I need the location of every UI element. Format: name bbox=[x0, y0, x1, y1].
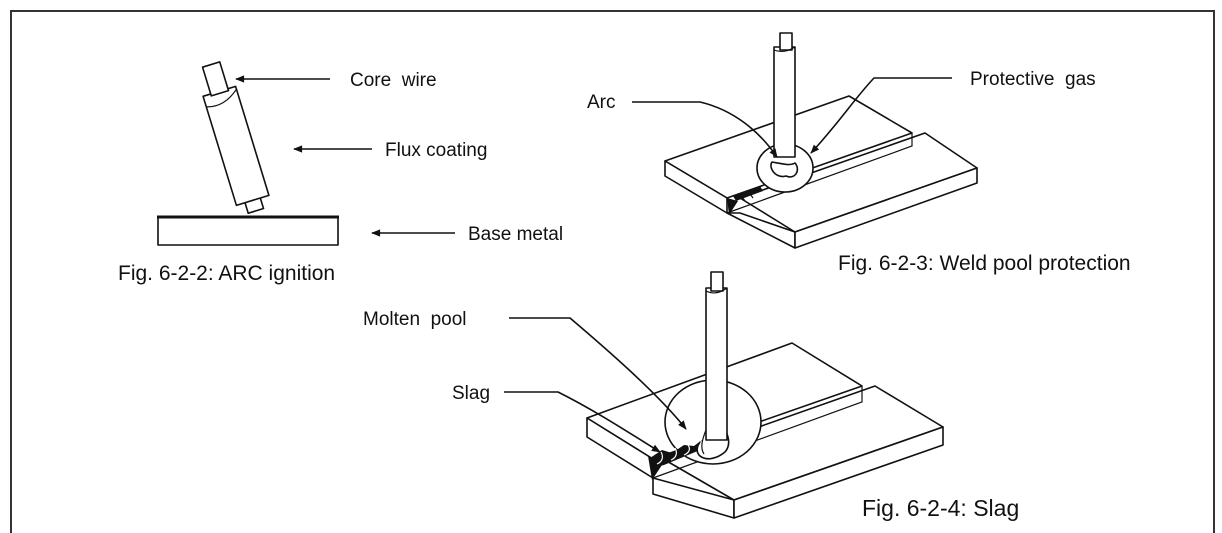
molten-pool-label: Molten pool bbox=[363, 309, 467, 330]
slag-figure: Molten pool Slag Fig. 6-2-4: Slag bbox=[363, 271, 1019, 521]
arc-leader-line bbox=[632, 101, 778, 158]
base-metal-label: Base metal bbox=[468, 224, 563, 245]
protective-gas-label: Protective gas bbox=[970, 69, 1096, 90]
arc-shape bbox=[770, 161, 799, 178]
right-plate-side bbox=[794, 167, 978, 249]
electrode-tip-curve bbox=[701, 429, 707, 455]
electrode-core-wire bbox=[710, 271, 724, 292]
slag-ripple-1 bbox=[656, 451, 663, 465]
electrode-core-wire bbox=[779, 32, 793, 51]
bead-ripple-1 bbox=[739, 193, 746, 202]
fig-6-2-2-caption: Fig. 6-2-2: ARC ignition bbox=[118, 262, 335, 285]
fig-6-2-4-caption: Fig. 6-2-4: Slag bbox=[862, 495, 1019, 521]
figure-frame bbox=[10, 10, 1215, 533]
weld-pool-protection-figure: Arc Protective gas Fig. 6-2-3: Weld pool… bbox=[587, 32, 1131, 275]
base-metal-plate bbox=[157, 216, 339, 246]
right-plate-side bbox=[733, 426, 944, 519]
core-wire-stub bbox=[201, 61, 230, 97]
molten-pool-leader-line bbox=[509, 317, 687, 430]
slag-ripple-2 bbox=[670, 447, 677, 461]
weld-joint-marker bbox=[727, 198, 738, 215]
electrode-rod bbox=[705, 287, 728, 441]
fig-6-2-3-caption: Fig. 6-2-3: Weld pool protection bbox=[838, 252, 1131, 275]
flux-coating-label: Flux coating bbox=[385, 140, 487, 161]
electrode-break bbox=[705, 287, 728, 294]
electrode-rod bbox=[773, 46, 796, 158]
weld-bead bbox=[733, 186, 763, 201]
electrode bbox=[201, 61, 270, 215]
bead-ripple-2 bbox=[747, 190, 754, 199]
flux-coating-body bbox=[202, 85, 270, 207]
arc-ignition-figure: Core wire Flux coating Base metal Fig. 6… bbox=[118, 61, 563, 285]
slag-label: Slag bbox=[452, 383, 490, 404]
electrode-break bbox=[773, 46, 796, 53]
core-wire-label: Core wire bbox=[350, 70, 437, 91]
flux-coating-break bbox=[206, 88, 237, 108]
protective-gas-leader-line bbox=[810, 77, 952, 154]
arc-label: Arc bbox=[587, 92, 616, 113]
slag-ripple-3 bbox=[683, 444, 690, 456]
slag-leader-line bbox=[504, 391, 661, 453]
